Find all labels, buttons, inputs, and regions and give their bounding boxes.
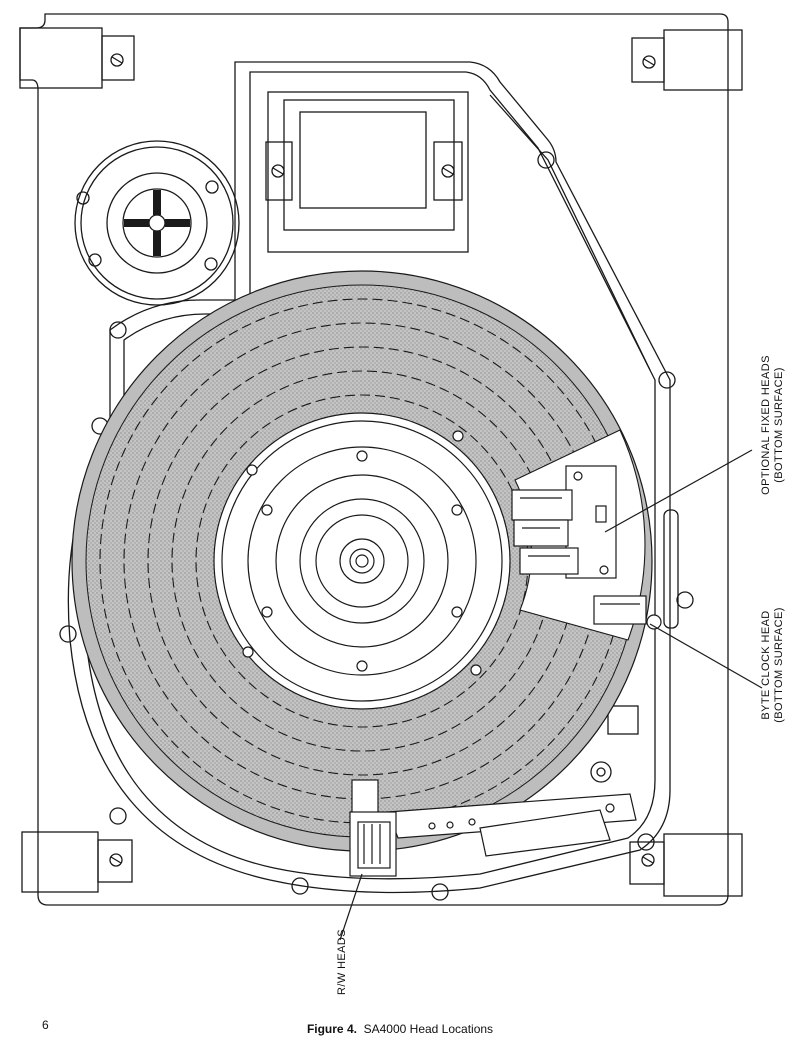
shock-mount-top-left [19,27,135,89]
actuator-arm [349,779,637,877]
label-byte-clock-line1: BYTE CLOCK HEAD [760,610,772,720]
leader-fixed-heads [604,449,753,533]
page-number: 6 [42,1018,49,1032]
label-optional-fixed-heads: OPTIONAL FIXED HEADS (BOTTOM SURFACE) [760,340,790,510]
leader-byte-clock [649,623,763,689]
shock-mount-top-right [631,29,743,91]
byte-clock-head [593,595,662,630]
label-byte-clock-line2: (BOTTOM SURFACE) [773,607,785,723]
label-fixed-heads-line2: (BOTTOM SURFACE) [773,367,785,483]
motor-pulley [74,140,240,306]
shock-mount-bottom-left [21,831,133,893]
spindle-hub [213,412,511,710]
label-fixed-heads-line1: OPTIONAL FIXED HEADS [760,355,772,495]
leader-rw-heads [339,873,363,941]
label-byte-clock-head: BYTE CLOCK HEAD (BOTTOM SURFACE) [760,590,790,740]
fixed-heads-assembly [511,465,617,579]
label-rw-heads: R/W HEADS [336,929,348,995]
figure-label: Figure 4. [306,1022,357,1036]
figure-title: SA4000 Head Locations [363,1022,494,1036]
shock-mount-bottom-right [629,833,743,897]
figure-caption: Figure 4. SA4000 Head Locations [0,1022,800,1036]
access-window [265,91,469,253]
